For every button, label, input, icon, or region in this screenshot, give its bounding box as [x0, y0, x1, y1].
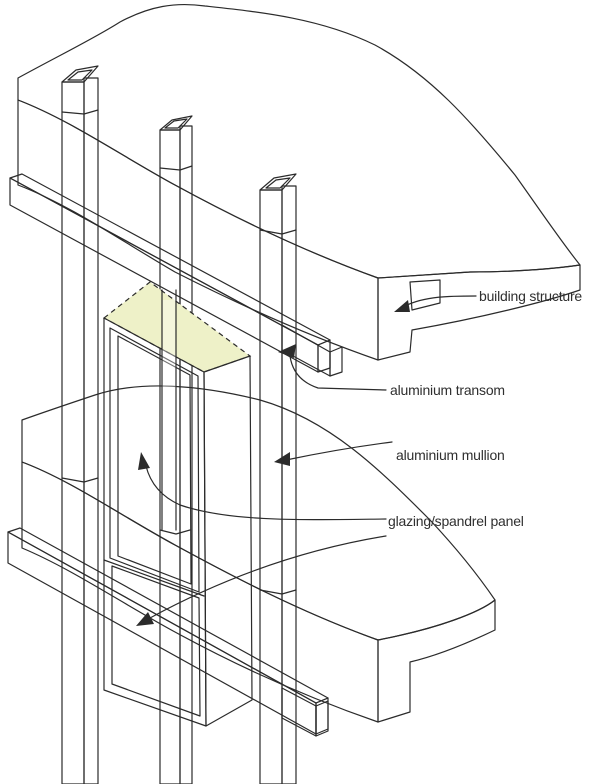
vision-glass-frame — [109, 327, 200, 593]
label-glazing-spandrel-panel: glazing/spandrel panel — [388, 513, 524, 529]
transom-lower-front — [7, 531, 317, 735]
arrow-spandrel — [136, 612, 154, 626]
transom-upper-stub — [281, 324, 343, 377]
mullion-right-splice-upper — [259, 229, 297, 235]
lower-floor-slab — [21, 385, 496, 723]
arrow-building-structure — [394, 300, 410, 312]
mullion-left-splice-upper — [61, 109, 99, 115]
mullion-middle-glass-splice — [159, 529, 191, 535]
transom-lower-stub-front — [281, 687, 317, 737]
mullion-middle-cap-hole — [164, 118, 188, 129]
transom-lower-stub — [281, 687, 329, 737]
upper-slab-notch — [409, 279, 441, 311]
glazing-spandrel-panel-unit — [102, 281, 253, 727]
upper-floor-slab — [17, 3, 581, 361]
mullion-right-splice-lower — [259, 589, 297, 595]
leader-building-structure — [394, 295, 477, 312]
arrow-aluminium-transom — [278, 344, 296, 358]
leader-aluminium-mullion — [274, 441, 393, 466]
mullion-left-side — [83, 77, 99, 784]
lower-slab-end-face — [377, 599, 496, 723]
mullion-middle — [159, 115, 193, 784]
mullion-right-cap — [259, 173, 297, 191]
label-aluminium-mullion: aluminium mullion — [396, 447, 505, 463]
arrow-glazing — [138, 452, 150, 470]
mullion-middle-glass-edges — [161, 289, 177, 531]
mullion-left-front — [61, 81, 85, 784]
vision-glass — [117, 335, 192, 585]
arrow-aluminium-mullion — [274, 452, 290, 466]
transom-lower — [7, 527, 329, 735]
mullion-right — [259, 173, 297, 784]
mullion-right-cap-hole — [265, 177, 291, 189]
mullion-left-cap — [61, 65, 99, 83]
leader-line-building-structure — [404, 295, 477, 307]
leader-line-aluminium-mullion — [285, 441, 393, 461]
mullion-left-cap-hole — [67, 69, 93, 81]
mullion-middle-reflection — [162, 300, 176, 532]
panel-divider — [103, 559, 205, 597]
upper-slab-top — [17, 3, 581, 279]
panel-side-face — [203, 355, 253, 727]
transom-upper-stub-end — [329, 346, 343, 377]
leader-aluminium-transom — [278, 344, 387, 391]
transom-upper-end — [317, 339, 331, 373]
spandrel-inner-frame — [111, 565, 201, 717]
upper-slab-end-face — [377, 264, 581, 361]
mullion-middle-behind-glass — [159, 289, 191, 535]
panel-front-face — [103, 317, 207, 727]
mullion-middle-splice — [159, 165, 193, 171]
mullion-left-splice-lower — [61, 477, 99, 483]
mullion-right-front — [259, 189, 283, 784]
label-aluminium-transom: aluminium transom — [390, 382, 505, 398]
leader-line-spandrel — [149, 535, 387, 619]
leader-line-glazing — [145, 465, 387, 521]
mullion-left — [61, 65, 99, 784]
mullion-middle-cap — [159, 115, 193, 131]
transom-lower-top — [7, 527, 329, 704]
transom-lower-stub-end — [315, 700, 329, 737]
leader-glazing-spandrel-panel — [136, 452, 387, 626]
label-building-structure: building structure — [479, 288, 582, 304]
leader-line-aluminium-transom — [289, 355, 387, 391]
